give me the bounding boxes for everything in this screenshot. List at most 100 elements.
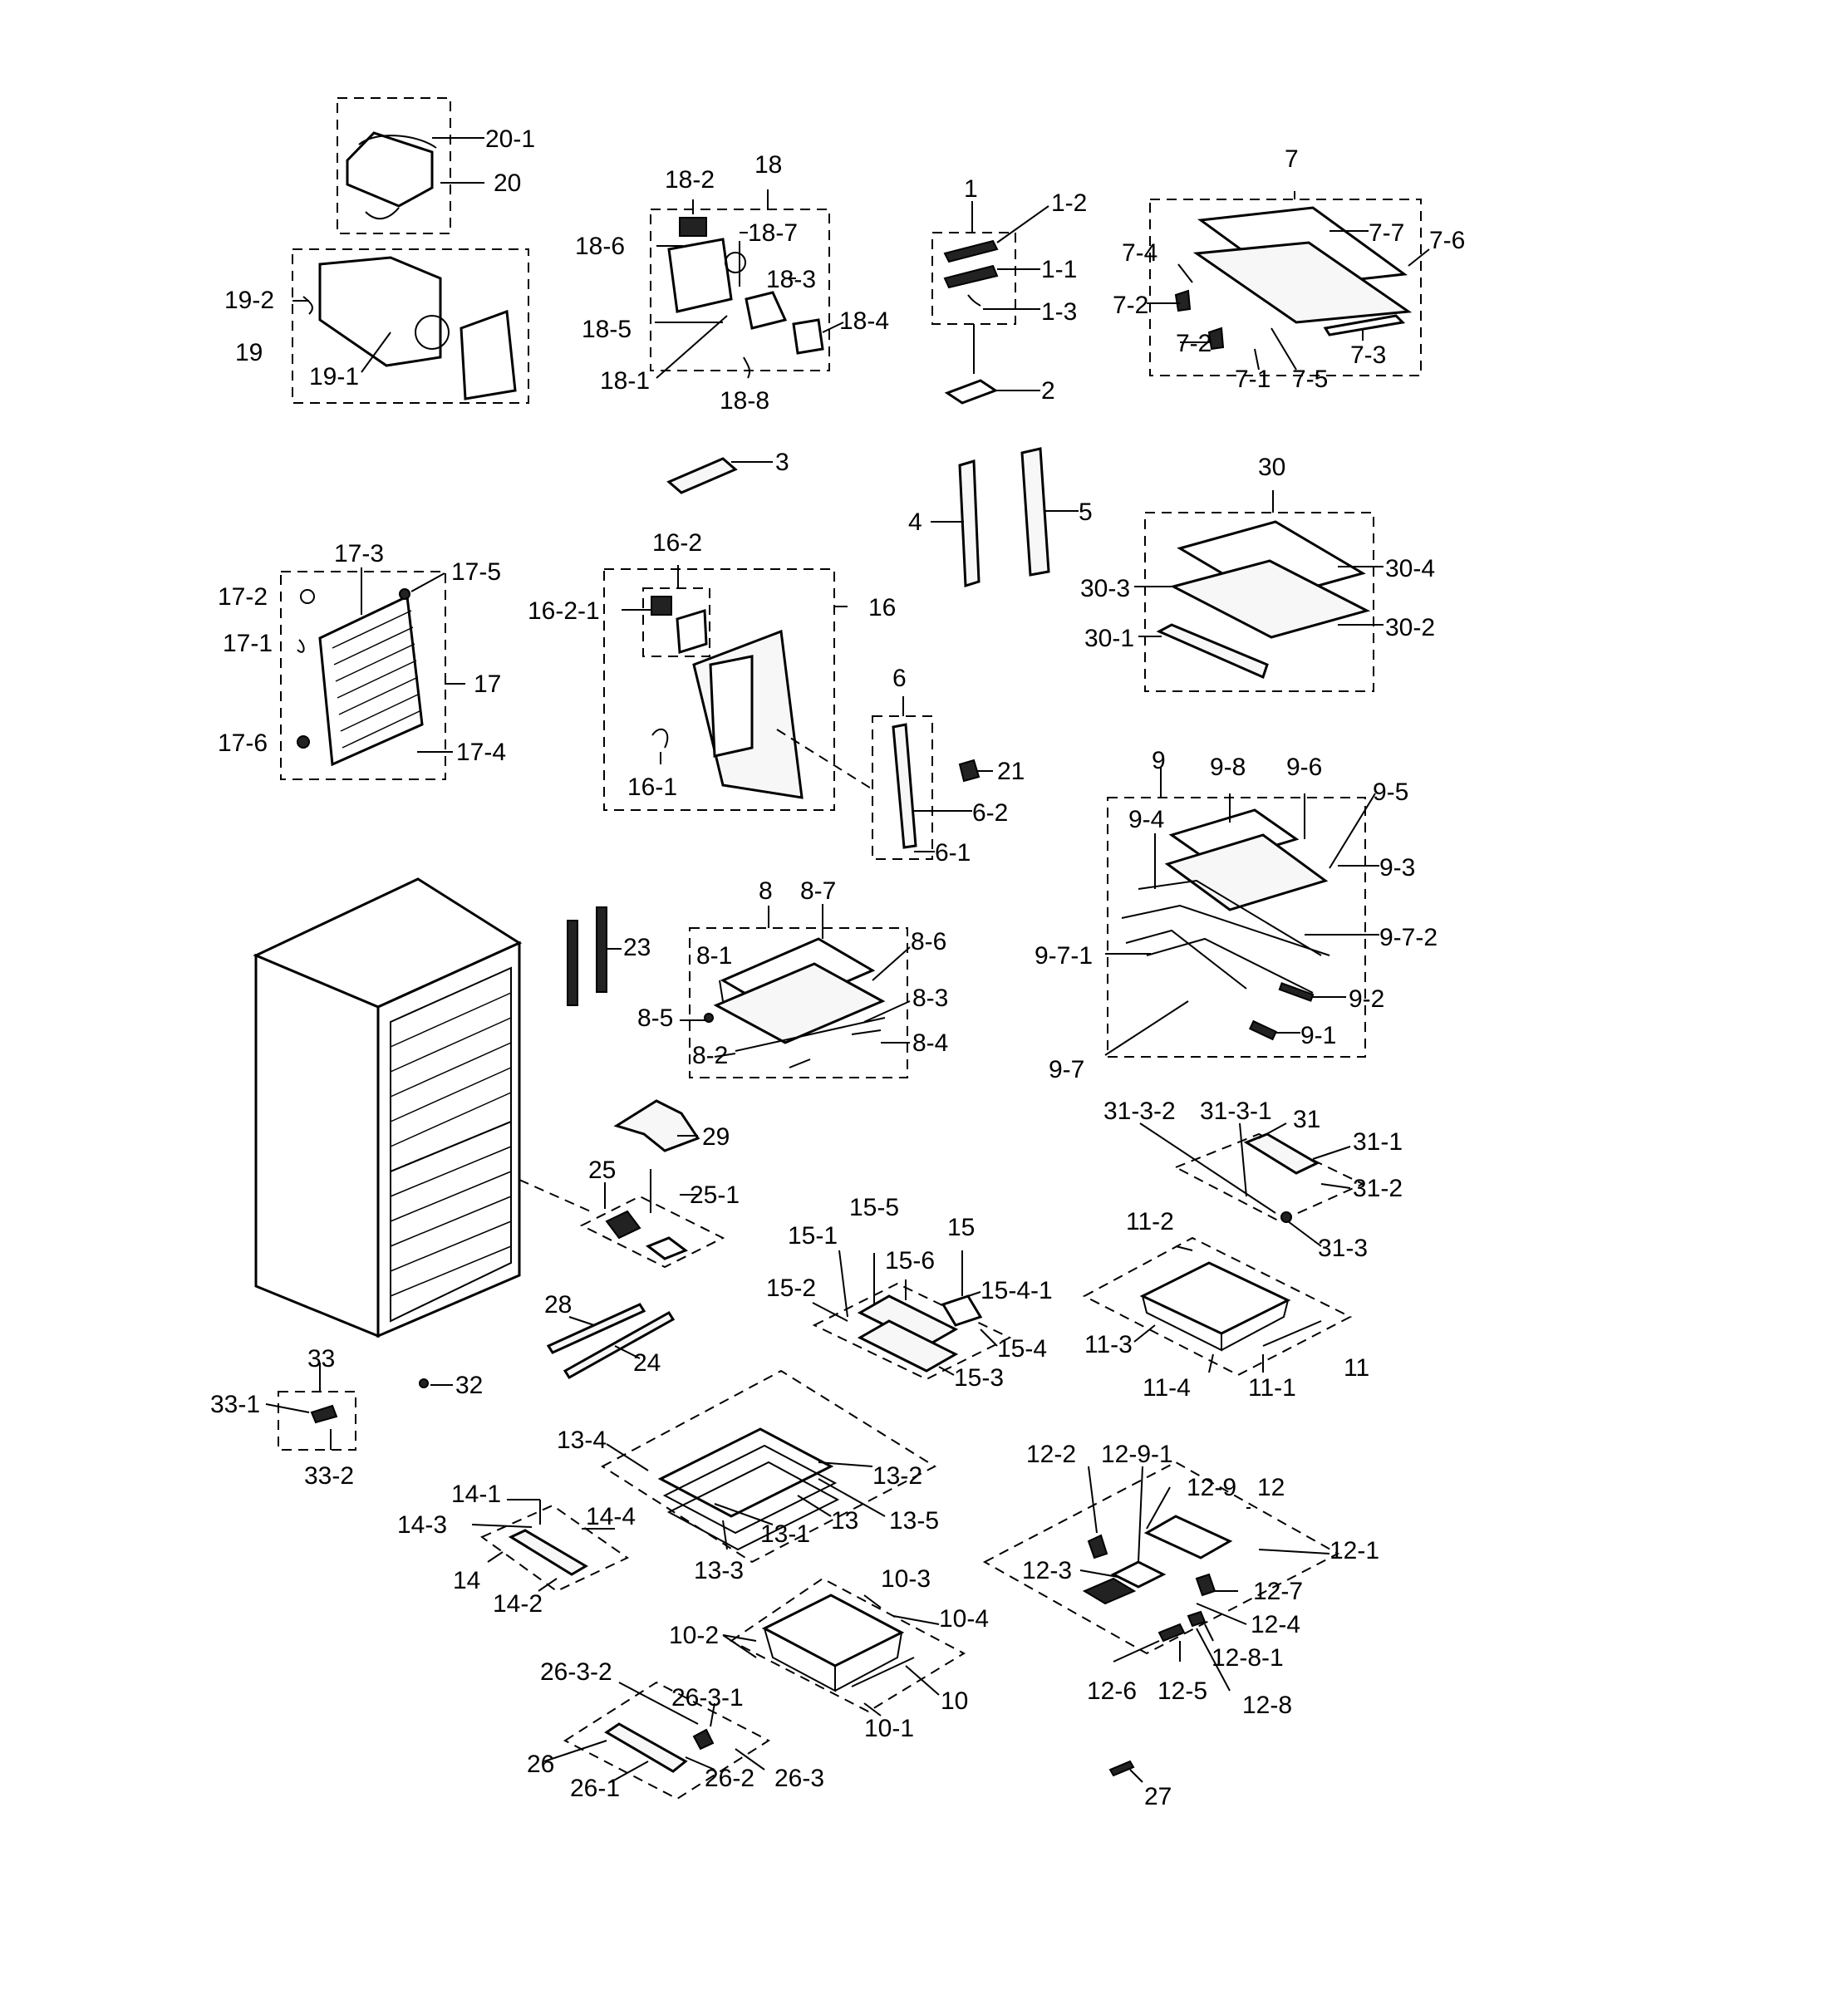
label-7: 7 — [1285, 145, 1299, 173]
group-26 — [543, 1681, 771, 1800]
label-15-3: 15-3 — [954, 1364, 1004, 1392]
label-14-2: 14-2 — [493, 1590, 543, 1618]
label-9-1: 9-1 — [1300, 1022, 1336, 1049]
label-5: 5 — [1079, 498, 1093, 526]
label-10-2: 10-2 — [669, 1622, 719, 1649]
label-11-4: 11-4 — [1143, 1374, 1191, 1402]
label-18-3: 18-3 — [766, 266, 816, 293]
label-9: 9 — [1152, 747, 1166, 774]
label-17-5: 17-5 — [451, 558, 501, 586]
group-33 — [265, 1363, 453, 1451]
label-6-2: 6-2 — [972, 799, 1008, 827]
label-18: 18 — [754, 151, 782, 179]
label-9-8: 9-8 — [1210, 754, 1246, 781]
label-17-2: 17-2 — [218, 583, 268, 611]
group-6 — [872, 696, 993, 860]
label-30-1: 30-1 — [1084, 625, 1134, 652]
label-11-2: 11-2 — [1126, 1208, 1174, 1235]
label-15-4: 15-4 — [997, 1335, 1047, 1363]
group-15 — [812, 1250, 1012, 1381]
label-12-9-1: 12-9-1 — [1101, 1441, 1173, 1468]
label-1-1: 1-1 — [1041, 256, 1077, 283]
label-8-6: 8-6 — [911, 928, 946, 955]
label-20-1: 20-1 — [485, 125, 535, 153]
label-7-4: 7-4 — [1122, 239, 1157, 267]
label-31-3-1: 31-3-1 — [1200, 1098, 1272, 1125]
group-7 — [1147, 191, 1430, 376]
label-32: 32 — [455, 1372, 483, 1399]
label-12-8: 12-8 — [1242, 1692, 1292, 1719]
label-9-7-2: 9-7-2 — [1379, 924, 1438, 951]
label-1-3: 1-3 — [1041, 298, 1077, 326]
label-18-1: 18-1 — [600, 367, 650, 395]
part-23 — [567, 906, 622, 1006]
label-26-3-1: 26-3-1 — [671, 1684, 744, 1712]
label-27: 27 — [1144, 1783, 1172, 1810]
group-19 — [292, 248, 529, 404]
label-12-9: 12-9 — [1187, 1474, 1236, 1501]
group-13 — [601, 1369, 937, 1564]
group-25-29 — [579, 1099, 725, 1269]
label-8-3: 8-3 — [912, 985, 948, 1012]
label-13-1: 13-1 — [760, 1520, 810, 1548]
label-19-1: 19-1 — [309, 363, 359, 390]
label-31-2: 31-2 — [1353, 1175, 1403, 1202]
label-26: 26 — [527, 1751, 554, 1778]
label-12-4: 12-4 — [1251, 1611, 1300, 1638]
label-13-2: 13-2 — [872, 1462, 922, 1490]
label-8: 8 — [759, 877, 773, 905]
group-30 — [1134, 490, 1384, 692]
label-7-2-b: 7-2 — [1176, 330, 1212, 357]
label-25: 25 — [588, 1157, 616, 1184]
label-15-2: 15-2 — [766, 1274, 816, 1302]
label-9-5: 9-5 — [1373, 778, 1408, 806]
group-8 — [680, 904, 911, 1078]
label-7-2-a: 7-2 — [1113, 292, 1148, 319]
label-30-2: 30-2 — [1385, 614, 1435, 641]
label-3: 3 — [775, 449, 789, 476]
label-8-5: 8-5 — [637, 1004, 673, 1032]
label-13-3: 13-3 — [694, 1557, 744, 1584]
label-4: 4 — [908, 508, 922, 536]
label-8-2: 8-2 — [692, 1042, 728, 1069]
group-11 — [1082, 1236, 1353, 1377]
label-7-3: 7-3 — [1350, 341, 1386, 369]
callout-labels: 20-1 20 19-2 19 19-1 18 18-2 18-6 18-7 1… — [210, 125, 1465, 1810]
group-12 — [982, 1461, 1340, 1692]
group-17 — [280, 567, 465, 780]
label-8-1: 8-1 — [696, 942, 732, 970]
label-9-2: 9-2 — [1349, 985, 1384, 1013]
group-14 — [471, 1499, 629, 1593]
label-10: 10 — [941, 1687, 968, 1715]
label-17-4: 17-4 — [456, 739, 506, 766]
label-6-1: 6-1 — [935, 839, 971, 867]
label-12-3: 12-3 — [1022, 1557, 1072, 1584]
label-9-7-1: 9-7-1 — [1035, 942, 1093, 970]
group-9 — [1104, 767, 1379, 1058]
label-16-2: 16-2 — [652, 529, 702, 557]
label-10-1: 10-1 — [864, 1715, 914, 1742]
label-12-5: 12-5 — [1157, 1677, 1207, 1705]
label-12-7: 12-7 — [1253, 1578, 1303, 1605]
label-1-2: 1-2 — [1051, 189, 1087, 217]
label-25-1: 25-1 — [690, 1181, 740, 1209]
label-18-4: 18-4 — [839, 307, 889, 335]
label-8-4: 8-4 — [912, 1029, 948, 1057]
label-31-3-2: 31-3-2 — [1103, 1098, 1176, 1125]
parts-3-4-5 — [666, 447, 1079, 588]
label-26-3-2: 26-3-2 — [540, 1658, 612, 1686]
label-18-5: 18-5 — [582, 316, 632, 343]
label-21: 21 — [997, 758, 1025, 785]
label-9-3: 9-3 — [1379, 854, 1415, 882]
label-18-7: 18-7 — [748, 219, 798, 247]
label-7-1: 7-1 — [1235, 366, 1270, 393]
label-20: 20 — [494, 169, 521, 197]
label-8-7: 8-7 — [800, 877, 836, 905]
label-17-3: 17-3 — [334, 540, 384, 567]
label-19-2: 19-2 — [224, 287, 274, 314]
group-31 — [1139, 1122, 1365, 1247]
label-19: 19 — [235, 339, 263, 366]
label-15-5: 15-5 — [849, 1194, 899, 1221]
label-12-8-1: 12-8-1 — [1212, 1644, 1284, 1672]
label-18-8: 18-8 — [720, 387, 769, 415]
